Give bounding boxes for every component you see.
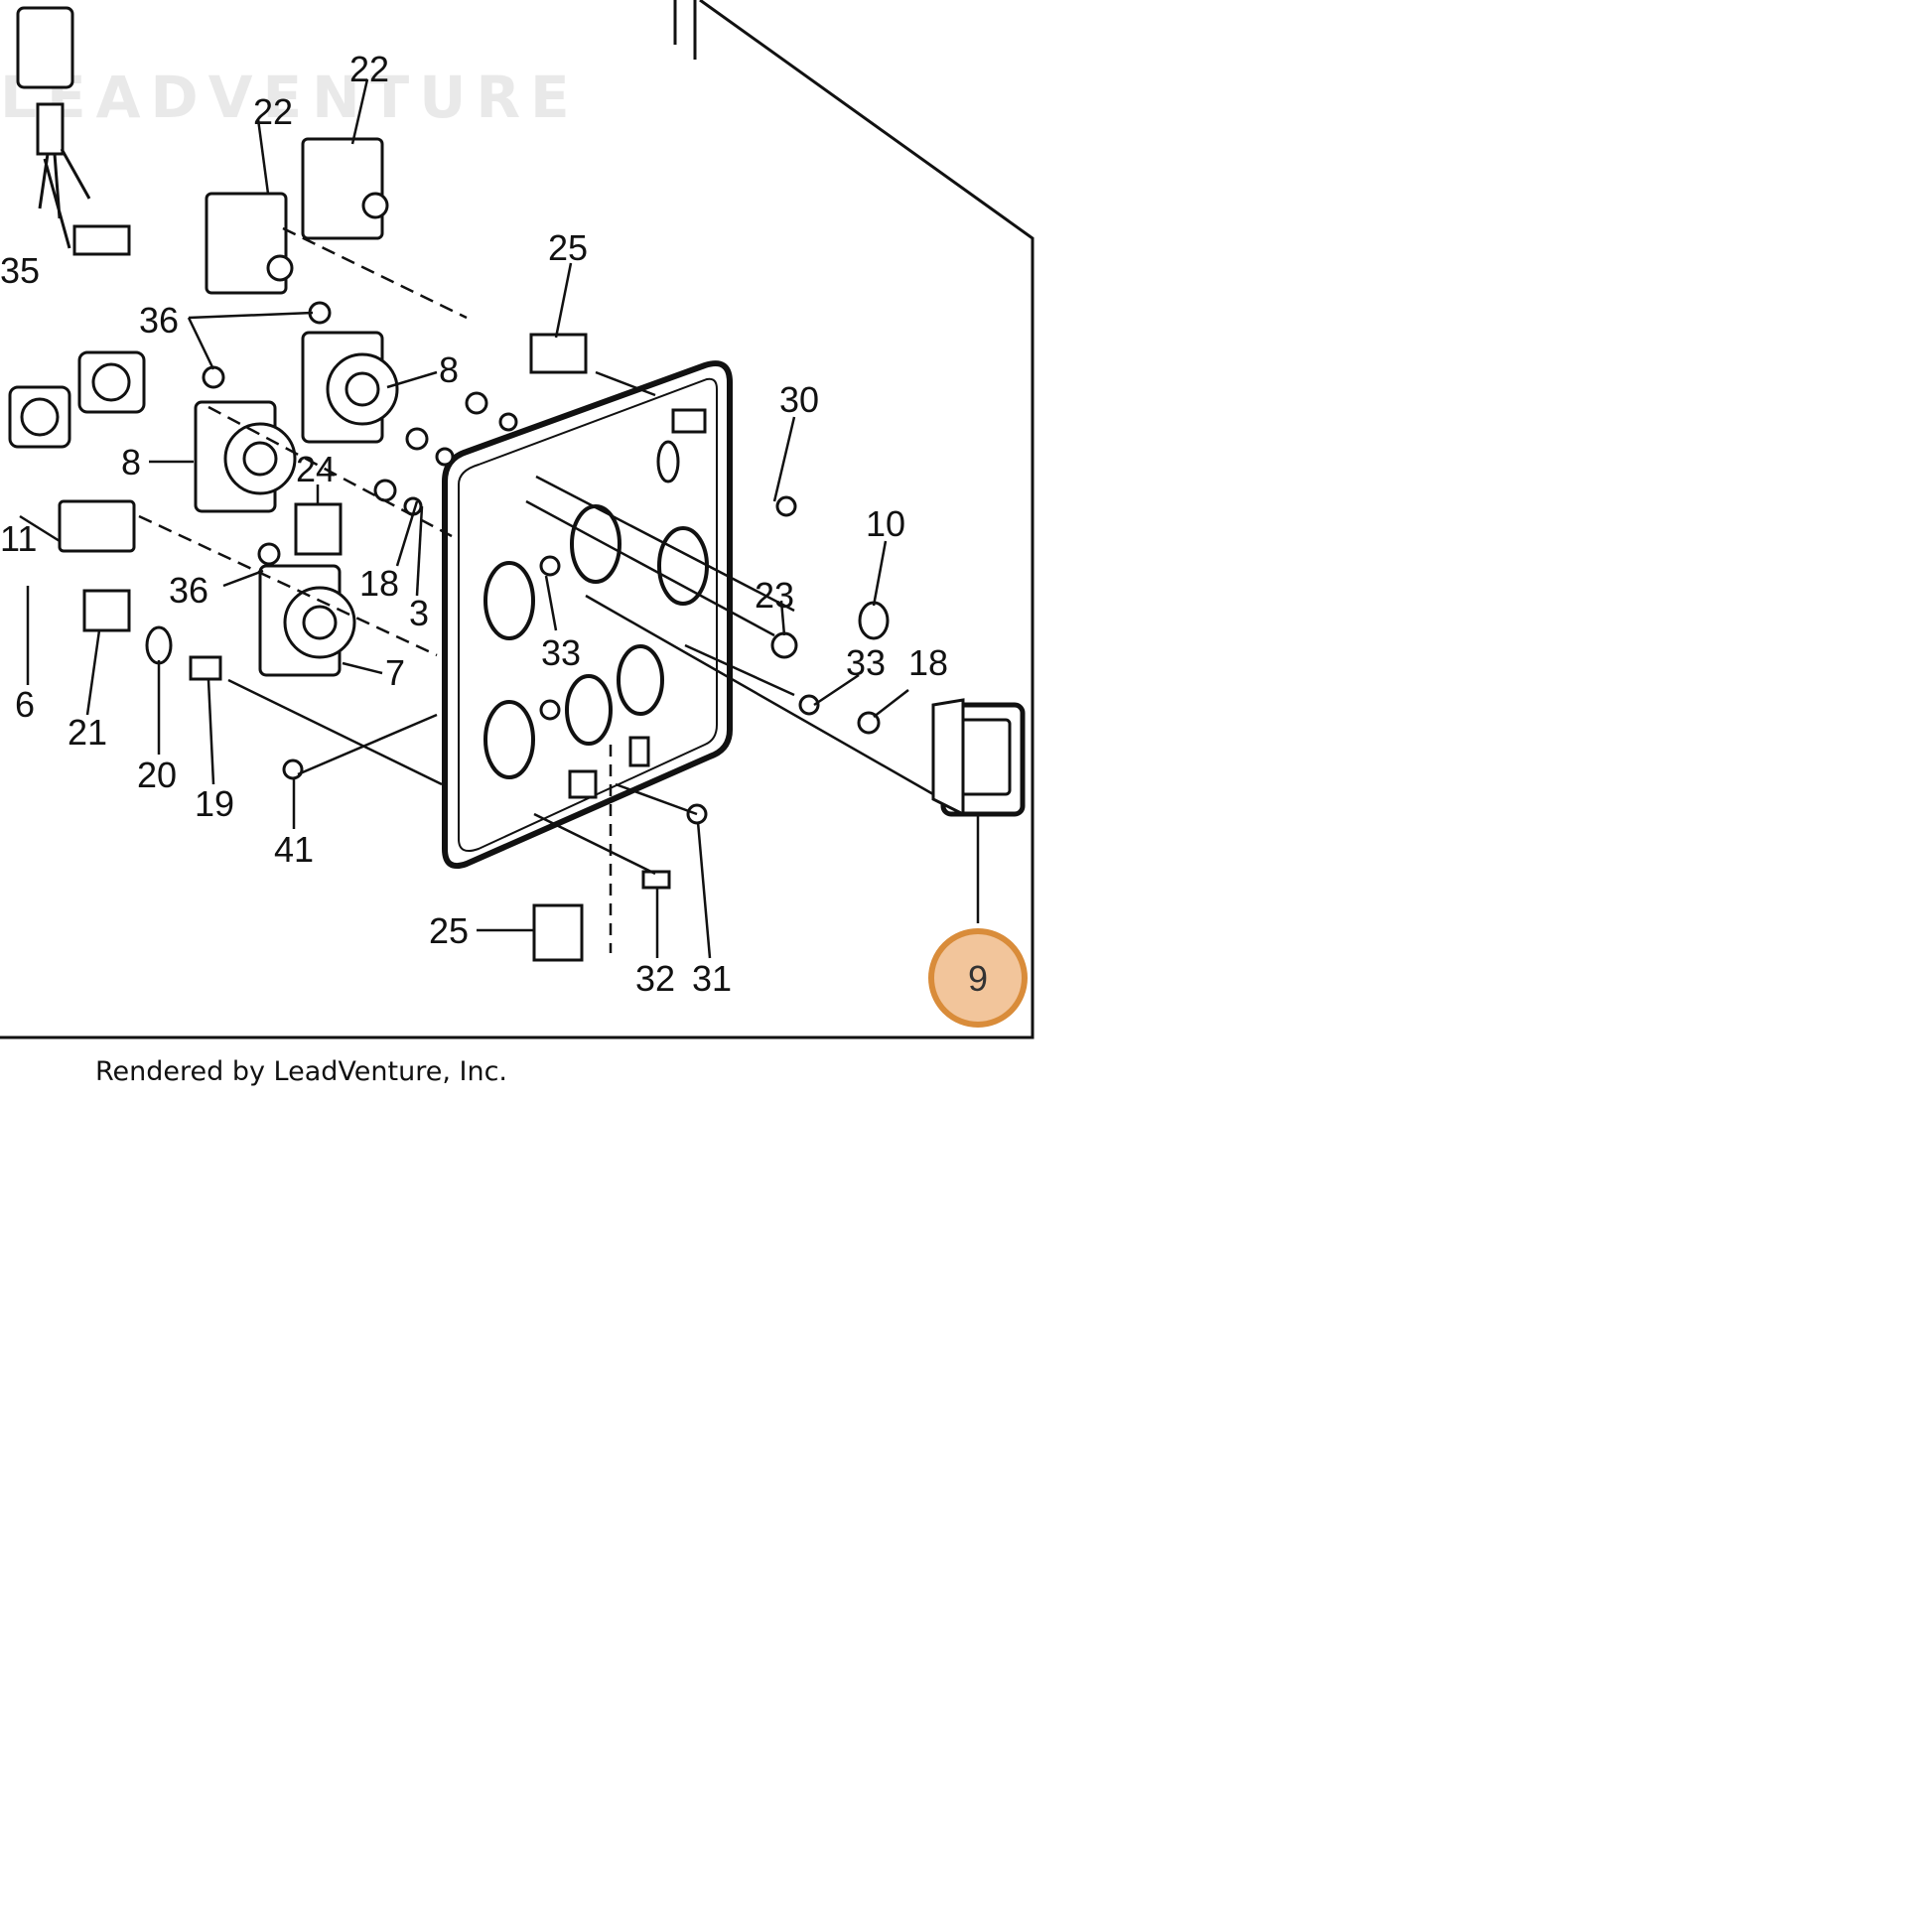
callout-label[interactable]: 30: [779, 379, 819, 420]
callout-label[interactable]: 21: [68, 712, 107, 753]
highlight-marker[interactable]: 9: [928, 928, 1028, 1028]
frame: [0, 0, 1035, 1039]
callout-label[interactable]: 33: [541, 632, 581, 673]
callout-label[interactable]: 31: [692, 958, 732, 999]
highlight-label[interactable]: 9: [968, 958, 988, 999]
callout-label[interactable]: 32: [635, 958, 675, 999]
callout-label[interactable]: 11: [0, 518, 37, 559]
callout-label[interactable]: 8: [121, 442, 141, 483]
callout-label[interactable]: 36: [169, 570, 208, 611]
callout-label[interactable]: 20: [137, 755, 177, 795]
callout-label[interactable]: 19: [195, 783, 234, 824]
callout-label[interactable]: 10: [866, 503, 905, 544]
credit-text: Rendered by LeadVenture, Inc.: [95, 1056, 507, 1087]
callout-label[interactable]: 33: [846, 642, 886, 683]
callout-label[interactable]: 22: [349, 49, 389, 89]
watermark-text: LEADVENTURE: [0, 64, 580, 131]
highlight-circle[interactable]: [928, 928, 1028, 1028]
callout-label[interactable]: 18: [359, 563, 399, 604]
callout-label[interactable]: 3: [409, 593, 429, 633]
callout-label[interactable]: 25: [548, 227, 588, 268]
leader-lines: [19, 78, 980, 959]
callout-label[interactable]: 18: [908, 642, 948, 683]
components: [8, 6, 1026, 962]
callout-label[interactable]: 22: [253, 91, 293, 132]
callout-label[interactable]: 23: [755, 575, 794, 616]
callout-labels: 22 22 25 35 36 8 30 8 24 10 11 18 3 23 6…: [0, 49, 948, 999]
callout-label[interactable]: 41: [274, 829, 314, 870]
callout-label[interactable]: 8: [439, 349, 459, 390]
callout-label[interactable]: 35: [0, 250, 40, 291]
callout-label[interactable]: 36: [139, 300, 179, 341]
control-panel: [442, 360, 733, 870]
callout-label[interactable]: 25: [429, 910, 469, 951]
callout-label[interactable]: 6: [15, 684, 35, 725]
callout-label[interactable]: 24: [296, 449, 336, 489]
callout-label[interactable]: 7: [385, 652, 405, 693]
